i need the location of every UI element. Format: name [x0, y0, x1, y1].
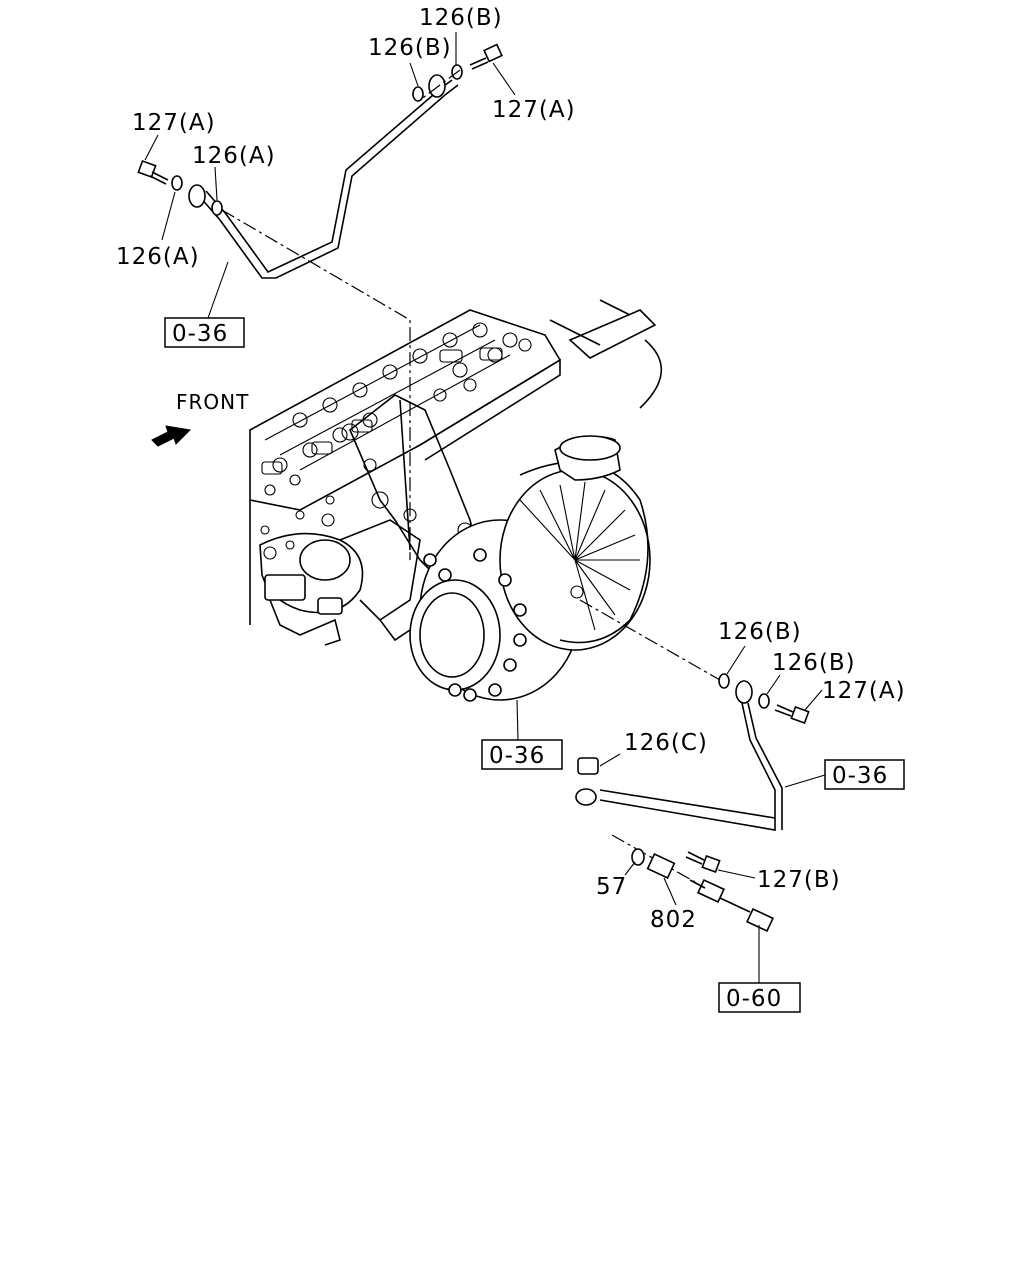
fitting-802	[646, 853, 676, 879]
label-126a-1: 126(A)	[192, 143, 276, 169]
oil-sensor	[689, 878, 774, 933]
label-127a-2: 127(A)	[132, 110, 216, 136]
air-pipe-illustration	[549, 299, 663, 409]
washer-126a-left	[171, 175, 183, 191]
ref-label-3: 0-36	[832, 763, 888, 789]
bolt-127a-top	[469, 43, 503, 70]
front-arrow-icon	[151, 425, 192, 447]
ref-label-1: 0-36	[172, 321, 228, 347]
label-126b-4: 126(B)	[772, 650, 856, 676]
label-126a-2: 126(A)	[116, 244, 200, 270]
washer-57	[631, 848, 645, 866]
washer-126a-right	[211, 200, 223, 216]
label-126b-2: 126(B)	[368, 35, 452, 61]
ref-label-2: 0-36	[489, 743, 545, 769]
washer-126b-pipe-right	[758, 693, 770, 709]
label-126b-1: 126(B)	[419, 5, 503, 31]
washer-126b-pipe-left	[718, 673, 730, 689]
ref-box-2[interactable]	[481, 739, 563, 770]
label-802: 802	[650, 907, 697, 933]
label-126b-3: 126(B)	[718, 619, 802, 645]
bottom-oil-pipe	[575, 673, 810, 933]
label-127b: 127(B)	[757, 867, 841, 893]
label-126c: 126(C)	[624, 730, 708, 756]
ref-label-4: 0-60	[726, 986, 782, 1012]
washer-126b-left	[412, 86, 424, 102]
ref-box-1[interactable]	[164, 317, 245, 348]
engine-head-illustration	[249, 309, 562, 625]
label-127a-1: 127(A)	[492, 97, 576, 123]
ref-box-3[interactable]	[824, 759, 905, 790]
turbocharger-illustration	[409, 435, 651, 702]
ref-box-4[interactable]	[718, 982, 801, 1013]
bolt-127b	[685, 851, 721, 874]
clip-126c	[577, 757, 599, 775]
front-label: FRONT	[176, 390, 249, 414]
bolt-127a-pipe	[774, 704, 810, 725]
label-127a-3: 127(A)	[822, 678, 906, 704]
exhaust-manifold-illustration	[259, 458, 421, 646]
label-57: 57	[596, 874, 627, 900]
bolt-127a-left	[137, 159, 169, 185]
top-oil-pipe	[137, 43, 503, 279]
